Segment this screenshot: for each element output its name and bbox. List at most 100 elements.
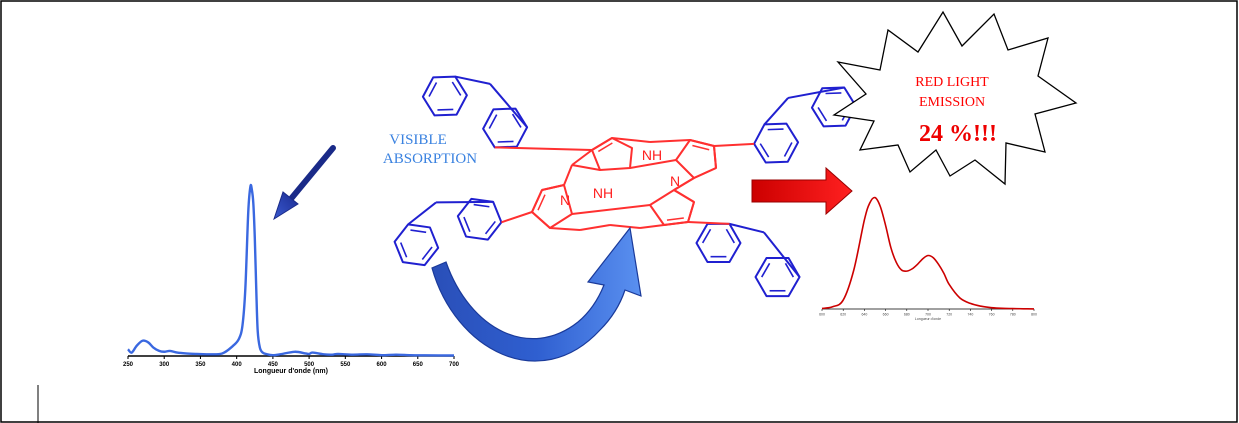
x-tick-label: 720	[946, 313, 952, 317]
fluorene-double-bond	[817, 107, 828, 122]
absorption-pointer-arrow	[273, 145, 336, 221]
visible-absorption-label-line1: VISIBLE	[389, 132, 447, 148]
x-tick-label: 450	[268, 362, 279, 368]
x-tick-label: 400	[232, 362, 243, 368]
macrocycle-bond	[531, 211, 551, 229]
porphyrin-core	[494, 137, 755, 231]
macrocycle-bond	[531, 189, 543, 213]
macrocycle-bond	[663, 221, 689, 226]
fluorene-double-bond	[484, 220, 496, 235]
red-light-emission-line1: RED LIGHT	[915, 75, 989, 90]
fluorene-double-bond	[784, 262, 795, 278]
x-tick-label: 600	[377, 362, 388, 368]
emission-starburst: RED LIGHT EMISSION 24 %!!!	[832, 10, 1078, 186]
fluorene-bridge	[763, 231, 801, 278]
fluorene-ring	[421, 75, 468, 117]
fluorene-double-bond	[767, 128, 784, 131]
absorption-series-line	[127, 183, 455, 357]
fluorene-double-bond	[511, 113, 522, 128]
macrocycle-bond	[591, 137, 613, 151]
emission-series-line	[821, 196, 1035, 310]
macrocycle-bond	[693, 167, 717, 179]
macrocycle-bond	[541, 184, 565, 191]
macrocycle-bond	[549, 227, 581, 231]
macrocycle-bond	[687, 201, 695, 223]
macrocycle-bond	[673, 189, 695, 203]
macrocycle-bond	[713, 145, 717, 169]
fluorene-bridge	[787, 86, 845, 99]
fluorene-double-bond	[497, 140, 514, 143]
macrocycle-bond	[689, 139, 715, 147]
fluorene-double-bond	[410, 229, 427, 234]
x-tick-label: 250	[123, 362, 134, 368]
absorption-xlabel: Longueur d'onde (nm)	[254, 368, 328, 375]
meso-fluorene-link	[687, 221, 730, 225]
x-tick-label: 350	[195, 362, 206, 368]
x-tick-label: 760	[989, 313, 995, 317]
fluorene-double-bond	[783, 142, 793, 157]
emission-arrow	[751, 166, 853, 216]
x-tick-label: 640	[861, 313, 867, 317]
fluorene-double-bond	[488, 114, 498, 129]
fluorene-double-bond	[451, 81, 462, 96]
fluorene-double-bond	[725, 228, 736, 244]
macrocycle-bond	[563, 164, 573, 186]
fluorene-bridge	[436, 200, 494, 204]
fluorene-substituents	[393, 75, 857, 298]
fluorene-double-bond	[473, 203, 490, 208]
meso-fluorene-link	[494, 146, 593, 151]
x-tick-label: 600	[819, 313, 825, 317]
emission-xlabel: Longueur d'onde	[915, 317, 941, 321]
macrocycle-bond	[571, 149, 593, 166]
meso-bond	[571, 164, 601, 171]
macrocycle-bond	[639, 224, 665, 229]
x-tick-label: 620	[840, 313, 846, 317]
excitation-curved-arrow	[431, 226, 642, 362]
visible-absorption-label-line2: ABSORPTION	[383, 151, 477, 167]
fluorene-ring	[393, 223, 440, 267]
n-left-label: N	[560, 192, 570, 208]
fluorene-double-bond	[437, 108, 454, 111]
fluorene-double-bond	[399, 242, 408, 258]
meso-bond	[673, 177, 695, 191]
meso-bond	[629, 159, 677, 169]
pyrrole-double-bond	[597, 142, 613, 153]
emission-axes	[821, 308, 1035, 311]
quantum-yield-value: 24 %!!!	[919, 121, 997, 147]
x-tick-label: 680	[904, 313, 910, 317]
x-tick-label: 650	[413, 362, 424, 368]
fluorene-double-bond	[428, 82, 438, 97]
fluorene-bridge	[489, 83, 528, 128]
fluorene-double-bond	[463, 216, 471, 233]
fluorene-double-bond	[421, 246, 433, 260]
fluorene-ring	[695, 222, 742, 264]
fluorene-double-bond	[701, 228, 712, 244]
fluorene-double-bond	[825, 92, 842, 95]
red-light-emission-line2: EMISSION	[919, 95, 985, 110]
fluorene-double-bond	[759, 143, 770, 158]
meso-fluorene-link	[501, 211, 533, 224]
porphyrin-molecule: NH NH N N	[393, 75, 857, 298]
n-right-label: N	[670, 173, 680, 189]
absorption-axes	[127, 355, 455, 359]
macrocycle-bond	[609, 224, 641, 229]
fluorene-double-bond	[760, 262, 771, 278]
meso-bond	[571, 204, 651, 215]
pyrrole-double-bond	[692, 144, 710, 151]
pyrrole-double-bond	[666, 217, 684, 221]
x-tick-label: 740	[967, 313, 973, 317]
x-tick-label: 500	[304, 362, 315, 368]
nh-top-label: NH	[642, 147, 662, 163]
meso-fluorene-link	[713, 142, 755, 147]
fluorene-bridge	[763, 97, 789, 126]
x-tick-label: 780	[1010, 313, 1016, 317]
macrocycle-bond	[649, 139, 691, 143]
nh-bottom-label: NH	[593, 185, 613, 201]
